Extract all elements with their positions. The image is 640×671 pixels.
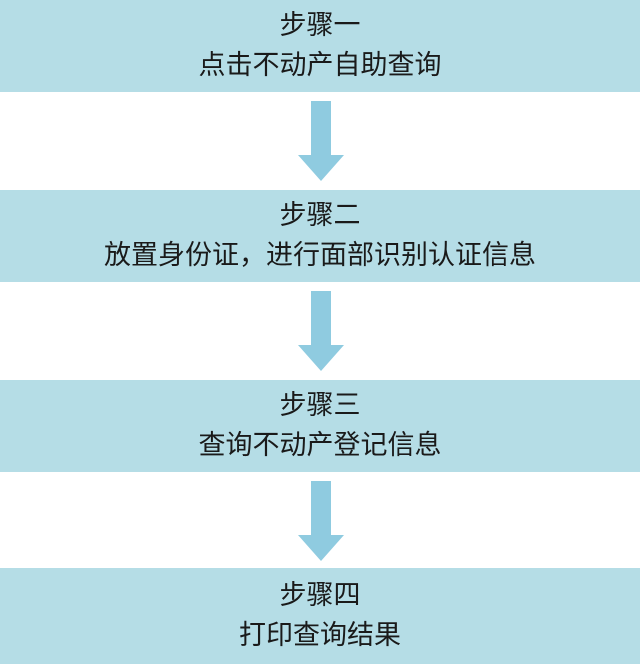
step-box-1: 步骤一 点击不动产自助查询 [0, 0, 640, 92]
step-box-3: 步骤三 查询不动产登记信息 [0, 380, 640, 472]
step-description: 查询不动产登记信息 [198, 430, 442, 461]
step-title: 步骤四 [279, 580, 361, 611]
step-box-4: 步骤四 打印查询结果 [0, 568, 640, 664]
step-description: 打印查询结果 [239, 620, 401, 651]
step-description: 点击不动产自助查询 [198, 50, 442, 81]
step-description: 放置身份证，进行面部识别认证信息 [104, 240, 536, 271]
arrow-down-icon [298, 291, 344, 371]
step-title: 步骤二 [279, 200, 361, 231]
arrow-down-icon [298, 101, 344, 181]
arrow-down-icon [298, 481, 344, 561]
step-title: 步骤一 [279, 10, 361, 41]
step-box-2: 步骤二 放置身份证，进行面部识别认证信息 [0, 190, 640, 282]
step-title: 步骤三 [279, 390, 361, 421]
